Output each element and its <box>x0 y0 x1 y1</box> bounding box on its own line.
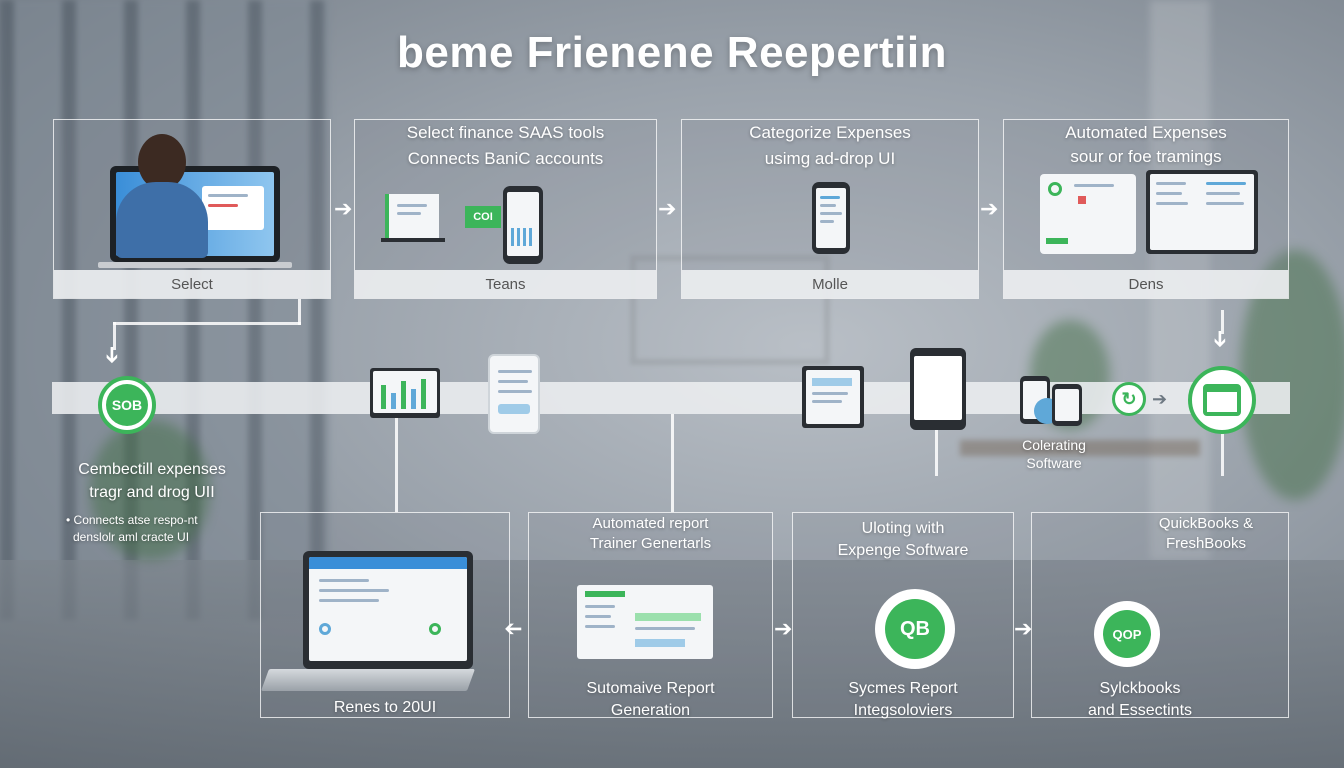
step-panel-tools: Select finance SAAS tools Connects BaniC… <box>354 119 657 299</box>
step-panel-automated: Automated Expenses sour or foe tramings … <box>1003 119 1289 299</box>
arrow-left-icon: ➔ <box>504 617 523 642</box>
colerating-label: Colerating Software <box>1006 436 1102 472</box>
step-panel-report-generation: Automated report Trainer Genertarls Suto… <box>528 512 773 719</box>
tablet-blank-icon <box>910 348 966 430</box>
tablet-icon <box>1146 170 1258 254</box>
coi-badge: COI <box>465 206 501 228</box>
step-panel-categorize: Categorize Expenses usimg ad-drop UI Mol… <box>681 119 979 299</box>
arrow-right-icon: ➔ <box>774 616 793 641</box>
person-body-icon <box>116 182 208 258</box>
panel-line: Automated report <box>592 515 709 532</box>
panel-line: Integsoloviers <box>853 702 953 719</box>
connector-line <box>395 418 398 512</box>
tray-icon <box>381 238 445 242</box>
laptop-chart-icon <box>370 368 440 418</box>
step-panel-quickbooks: QuickBooks & FreshBooks QOP Sylckbooks a… <box>1031 512 1289 719</box>
qop-logo-icon: QOP <box>1094 601 1160 667</box>
panel-line: Expenge Software <box>837 542 969 559</box>
document-icon <box>385 194 439 238</box>
bullet-text: Connects atse respo-nt <box>73 513 198 527</box>
laptop-dashboard-icon <box>303 551 473 669</box>
panel-line: Sycmes Report <box>848 680 958 697</box>
connector-line <box>298 299 301 325</box>
connector-line <box>113 322 301 325</box>
left-bullet-line: denslolr aml cracte UI <box>73 530 190 544</box>
panel-line: Automated Expenses <box>1065 123 1227 142</box>
arrow-right-icon: ➔ <box>980 196 999 221</box>
panel-line: and Essectints <box>1087 702 1193 719</box>
qop-logo-text: QOP <box>1103 610 1151 658</box>
panel-line: Generation <box>610 702 691 719</box>
left-bullet-line: • Connects atse respo-nt <box>66 513 198 527</box>
background-frame <box>630 255 830 365</box>
connector-line <box>671 414 674 512</box>
panel-line: FreshBooks <box>1165 535 1247 552</box>
connector-line <box>935 430 938 476</box>
arrow-down-icon: ➔ <box>1208 329 1234 349</box>
panel-footer: Select <box>54 270 330 298</box>
phone-icon <box>812 182 850 254</box>
phone-document-icon <box>488 354 540 434</box>
arrow-right-icon: ➔ <box>334 196 353 221</box>
qb-logo-icon: QB <box>875 589 955 669</box>
refresh-icon: ↻ <box>1112 382 1146 416</box>
connector-line <box>1221 310 1224 334</box>
step-panel-renes: Renes to 20UI <box>260 512 510 718</box>
tablet-icon <box>802 366 864 428</box>
arrow-right-icon: ➔ <box>658 196 677 221</box>
qb-logo-text: QB <box>885 599 945 659</box>
panel-line: Sutomaive Report <box>586 680 715 697</box>
panel-footer: Dens <box>1004 270 1288 298</box>
sob-badge: SOB <box>98 376 156 434</box>
left-description-line: Cembectill expenses <box>78 461 226 478</box>
dashboard-card-icon <box>1040 174 1136 254</box>
arrow-down-icon: ➔ <box>100 345 126 365</box>
panel-line: Connects BaniC accounts <box>407 149 604 168</box>
connector-line <box>1221 434 1224 476</box>
left-description-line: tragr and drog UII <box>89 484 215 501</box>
panel-line: Select finance SAAS tools <box>406 123 605 142</box>
background-windows <box>0 0 330 620</box>
sob-label: SOB <box>106 384 148 426</box>
panel-line: Renes to 20UI <box>333 699 437 716</box>
step-panel-integration: Uloting with Expenge Software QB Sycmes … <box>792 512 1014 719</box>
colerating-line: Software <box>1026 455 1082 471</box>
panel-line: Categorize Expenses <box>749 123 911 142</box>
laptop-keyboard <box>260 669 476 691</box>
report-screen-icon <box>577 585 713 659</box>
panel-footer: Teans <box>355 270 656 298</box>
arrow-right-icon: ➔ <box>1152 389 1168 409</box>
panel-line: QuickBooks & <box>1158 515 1254 532</box>
panel-footer: Molle <box>682 270 978 298</box>
calendar-badge-icon <box>1188 366 1256 434</box>
panel-line: Trainer Genertarls <box>589 535 712 552</box>
phone-icon <box>503 186 543 264</box>
laptop-base <box>98 262 292 268</box>
left-bullet: • Connects atse respo-nt denslolr aml cr… <box>66 512 246 546</box>
left-description: Cembectill expenses tragr and drog UII <box>52 458 252 504</box>
panel-line: Sylckbooks <box>1099 680 1181 697</box>
colerating-line: Colerating <box>1022 437 1086 453</box>
person-head-icon <box>138 134 186 190</box>
panel-line: sour or foe tramings <box>1070 147 1222 166</box>
panel-line: usimg ad-drop UI <box>764 149 896 168</box>
panel-line: Uloting with <box>861 520 945 537</box>
background-desk <box>960 440 1200 456</box>
background-plant <box>90 420 210 560</box>
phone-icon <box>1052 384 1082 426</box>
step-panel-select: Select <box>53 119 331 299</box>
connector-line <box>113 322 116 350</box>
arrow-right-icon: ➔ <box>1014 616 1033 641</box>
page-title: beme Frienene Reepertiin <box>397 28 947 77</box>
timeline-band <box>52 382 1290 414</box>
